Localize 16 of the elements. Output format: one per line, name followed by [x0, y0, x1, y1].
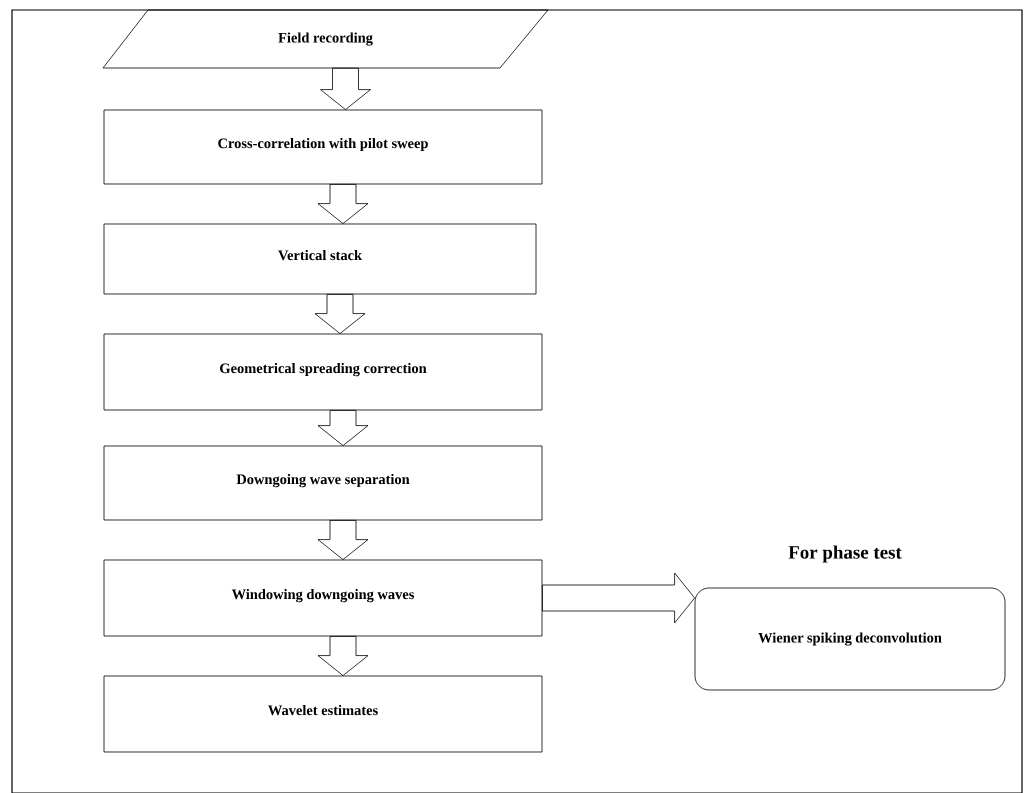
- block-arrow: [317, 184, 369, 224]
- process-box: Vertical stack: [103, 223, 537, 295]
- process-box: Wavelet estimates: [103, 675, 543, 753]
- block-arrow: [317, 636, 369, 676]
- block-arrow: [542, 572, 695, 624]
- block-arrow: [320, 67, 371, 110]
- process-box: Windowing downgoing waves: [103, 559, 543, 637]
- note: For phase test: [788, 545, 902, 563]
- process-box: Downgoing wave separation: [103, 445, 543, 521]
- block-arrow: [317, 410, 369, 446]
- block-arrow: [314, 294, 366, 334]
- process-box: Cross-correlation with pilot sweep: [103, 109, 543, 185]
- block-arrow: [317, 520, 369, 560]
- input-parallelogram: Field recording: [102, 9, 549, 69]
- rounded-box: Wiener spiking deconvolution: [694, 587, 1006, 691]
- process-box: Geometrical spreading correction: [103, 333, 543, 411]
